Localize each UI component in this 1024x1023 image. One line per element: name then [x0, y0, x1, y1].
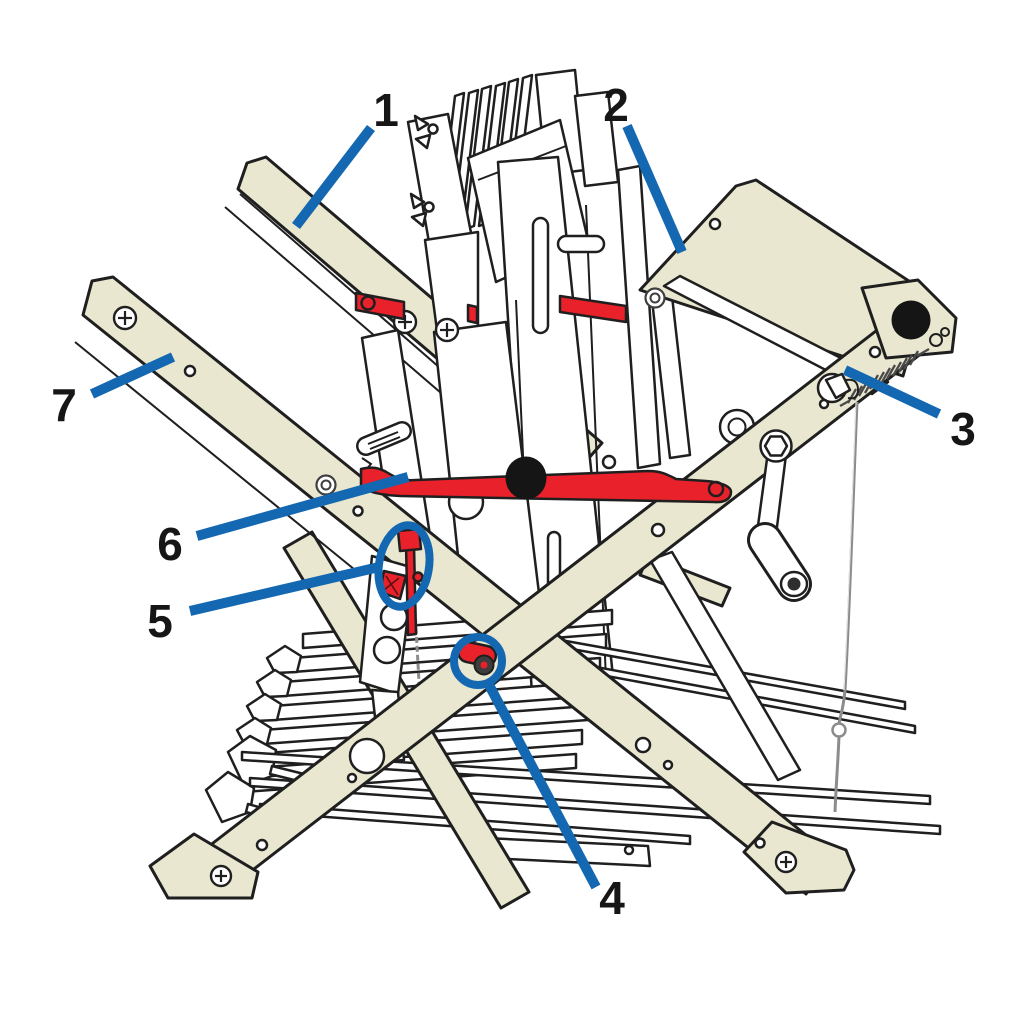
left-lower-beam — [74, 275, 856, 896]
highlight-ellipse-5 — [374, 521, 434, 611]
callout-label-3: 3 — [950, 403, 976, 455]
callout-label-5: 5 — [147, 595, 173, 647]
right-apex-block — [860, 278, 958, 360]
leader-line-3 — [842, 365, 942, 419]
washer-screw-right — [644, 287, 666, 309]
castle-peg — [556, 234, 606, 254]
screw-heads-castle — [392, 309, 460, 343]
bottom-left-foot — [148, 832, 269, 900]
right-knob — [891, 300, 931, 340]
fold-lock-bar — [359, 456, 733, 504]
screw-left-apex — [112, 305, 138, 331]
bottom-bar — [484, 836, 652, 868]
wing-nut-bottom — [409, 192, 435, 228]
leader-line-2 — [622, 123, 687, 255]
right-diagonal-brace — [648, 550, 802, 782]
leader-line-4 — [483, 680, 601, 890]
leader-line-1 — [292, 124, 375, 230]
callout-label-7: 7 — [51, 379, 77, 431]
callout-label-4: 4 — [599, 872, 625, 924]
leader-line-5 — [188, 562, 381, 616]
leader-line-6 — [195, 472, 410, 541]
center-knob — [505, 456, 547, 500]
callouts: 1 2 3 4 5 6 7 — [51, 79, 976, 924]
highlight-circle-4 — [450, 633, 506, 689]
callout-label-1: 1 — [373, 84, 399, 136]
wing-nut-top — [413, 114, 439, 150]
callout-label-6: 6 — [157, 518, 183, 570]
bottom-right-foot — [742, 820, 856, 895]
leader-line-7 — [89, 352, 176, 399]
right-lower-beam — [148, 278, 958, 900]
pivot-bolt — [456, 640, 498, 676]
washer-screw-left — [315, 474, 337, 496]
callout-label-2: 2 — [603, 79, 629, 131]
crank-handle — [747, 429, 812, 602]
brake-cord — [824, 372, 860, 813]
upper-red-bar — [354, 291, 628, 325]
